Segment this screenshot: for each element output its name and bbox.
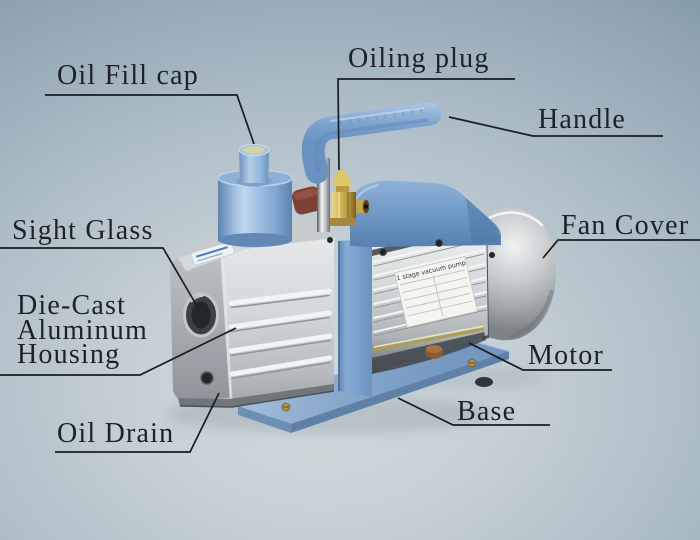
oiling-plug-valve bbox=[330, 168, 370, 226]
housing-label-sticker bbox=[190, 240, 235, 266]
leader-oil-drain bbox=[55, 392, 220, 453]
label-motor: Motor bbox=[528, 340, 604, 371]
leader-oiling-plug bbox=[337, 78, 515, 171]
leader-die-cast-housing bbox=[0, 327, 237, 376]
motor-rail bbox=[373, 327, 485, 352]
housing-screw bbox=[327, 237, 333, 243]
casting-screw bbox=[379, 239, 443, 256]
housing-ribs bbox=[228, 288, 333, 380]
label-die-cast-housing: Die-Cast Aluminum Housing bbox=[17, 290, 148, 370]
label-die-cast-line1: Die-Cast bbox=[17, 290, 127, 321]
sight-glass bbox=[183, 292, 219, 338]
oil-reservoir bbox=[217, 144, 293, 247]
leader-lines bbox=[0, 78, 700, 453]
leader-oil-fill-cap bbox=[45, 94, 255, 145]
label-sight-glass: Sight Glass bbox=[12, 215, 154, 246]
leader-handle bbox=[448, 116, 663, 137]
handle bbox=[301, 102, 442, 184]
motor-rating-plate: 1 stage vacuum pump bbox=[394, 256, 478, 328]
label-oil-drain: Oil Drain bbox=[57, 418, 175, 449]
label-fan-cover: Fan Cover bbox=[561, 210, 690, 241]
intake-port-cap bbox=[291, 186, 323, 215]
support-column bbox=[338, 239, 372, 397]
base-screw bbox=[281, 358, 477, 412]
die-cast-housing bbox=[170, 219, 335, 408]
label-base: Base bbox=[457, 396, 517, 427]
label-oiling-plug: Oiling plug bbox=[348, 43, 490, 74]
leader-sight-glass bbox=[0, 247, 198, 307]
fan-cover bbox=[487, 207, 556, 341]
leader-fan-cover bbox=[542, 239, 700, 259]
leader-motor bbox=[468, 342, 612, 371]
motor: 1 stage vacuum pump bbox=[372, 217, 495, 374]
motor-rail-highlight bbox=[373, 325, 485, 348]
label-oil-fill-cap: Oil Fill cap bbox=[57, 60, 199, 91]
label-die-cast-line2: Aluminum bbox=[17, 314, 148, 346]
leader-base bbox=[397, 397, 550, 426]
oil-drain-plug bbox=[200, 371, 214, 385]
label-die-cast-line3: Housing bbox=[17, 339, 121, 370]
base-foot bbox=[475, 377, 493, 387]
oil-fill-cap-part bbox=[236, 144, 272, 187]
label-handle: Handle bbox=[538, 104, 627, 135]
fan-cover-screw bbox=[489, 252, 495, 258]
head-casting bbox=[350, 180, 501, 256]
